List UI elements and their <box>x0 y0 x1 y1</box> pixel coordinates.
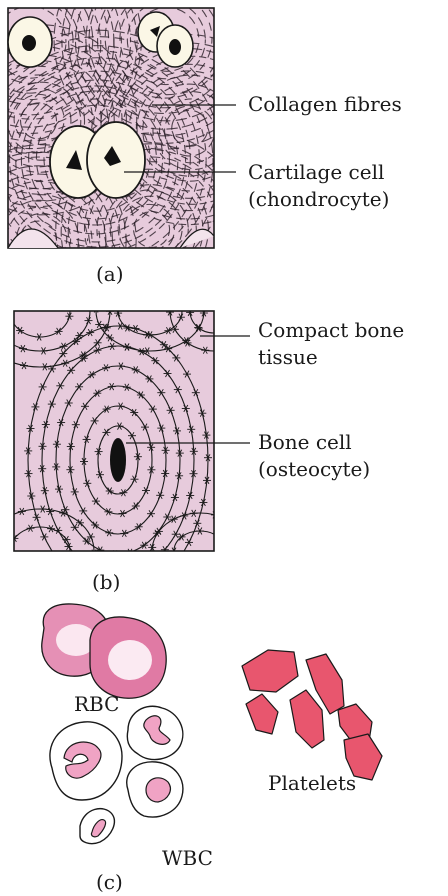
label-compact-bone: Compact bone <box>258 318 404 343</box>
label-bone-cell: Bone cell <box>258 430 352 455</box>
caption-b: (b) <box>92 570 120 594</box>
platelet <box>290 690 324 748</box>
label-chondrocyte: (chondrocyte) <box>248 187 389 212</box>
label-cartilage-cell: Cartilage cell <box>248 160 384 185</box>
label-rbc: RBC <box>74 692 119 717</box>
platelets <box>242 650 382 780</box>
chondrocyte <box>8 17 52 67</box>
caption-c: (c) <box>96 870 123 894</box>
label-platelets: Platelets <box>268 771 356 796</box>
cartilage-panel <box>0 0 283 335</box>
label-tissue: tissue <box>258 345 318 370</box>
osteocyte <box>110 438 126 482</box>
chondrocyte-pair-center <box>50 122 145 198</box>
label-osteocyte: (osteocyte) <box>258 457 370 482</box>
caption-a: (a) <box>96 262 124 286</box>
red-blood-cells <box>42 604 166 698</box>
bone-panel <box>0 252 262 598</box>
white-blood-cells <box>50 706 183 843</box>
platelet <box>246 694 278 734</box>
label-wbc: WBC <box>162 846 213 871</box>
platelet <box>242 650 298 692</box>
label-collagen-fibres: Collagen fibres <box>248 92 402 117</box>
